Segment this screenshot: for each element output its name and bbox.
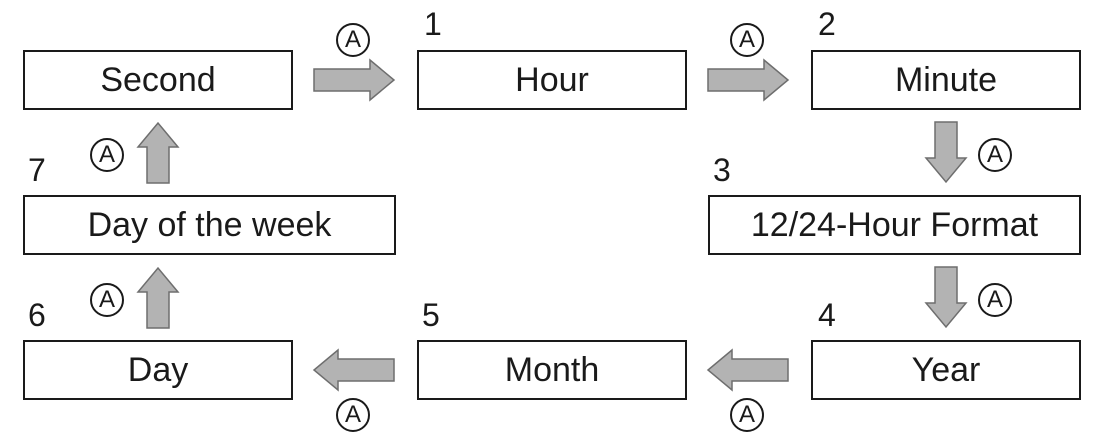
arrow-down-icon: [924, 121, 968, 184]
arrow-up-icon: [136, 266, 180, 329]
step-label-minute: Minute: [894, 61, 998, 99]
step-number-format: 3: [713, 152, 731, 188]
step-box-second: Second: [23, 50, 293, 110]
step-label-hour: Hour: [515, 61, 589, 99]
step-box-day: Day: [23, 340, 293, 400]
arrow-right-icon: [707, 58, 790, 102]
step-number-year: 4: [818, 297, 836, 333]
button-a-badge: A: [730, 23, 764, 57]
step-number-hour: 1: [424, 6, 442, 42]
step-box-year: Year: [811, 340, 1081, 400]
button-a-badge: A: [336, 23, 370, 57]
step-box-minute: Minute: [811, 50, 1081, 110]
step-label-weekday: Day of the week: [87, 206, 332, 244]
step-number-minute: 2: [818, 6, 836, 42]
step-label-second: Second: [100, 61, 216, 99]
button-a-badge: A: [90, 283, 124, 317]
step-box-month: Month: [417, 340, 687, 400]
step-box-hour: Hour: [417, 50, 687, 110]
button-a-badge: A: [90, 138, 124, 172]
button-a-badge: A: [730, 398, 764, 432]
step-box-format: 12/24-Hour Format: [708, 195, 1081, 255]
step-label-year: Year: [911, 351, 981, 389]
step-box-weekday: Day of the week: [23, 195, 396, 255]
button-a-badge: A: [978, 138, 1012, 172]
arrow-right-icon: [313, 58, 396, 102]
arrow-left-icon: [706, 348, 789, 392]
step-number-month: 5: [422, 297, 440, 333]
button-a-badge: A: [978, 283, 1012, 317]
arrow-up-icon: [136, 121, 180, 184]
step-label-month: Month: [504, 351, 600, 389]
step-number-day: 6: [28, 297, 46, 333]
step-label-format: 12/24-Hour Format: [750, 206, 1039, 244]
arrow-down-icon: [924, 266, 968, 329]
button-a-badge: A: [336, 398, 370, 432]
step-number-weekday: 7: [28, 152, 46, 188]
step-label-day: Day: [127, 351, 189, 389]
arrow-left-icon: [312, 348, 395, 392]
